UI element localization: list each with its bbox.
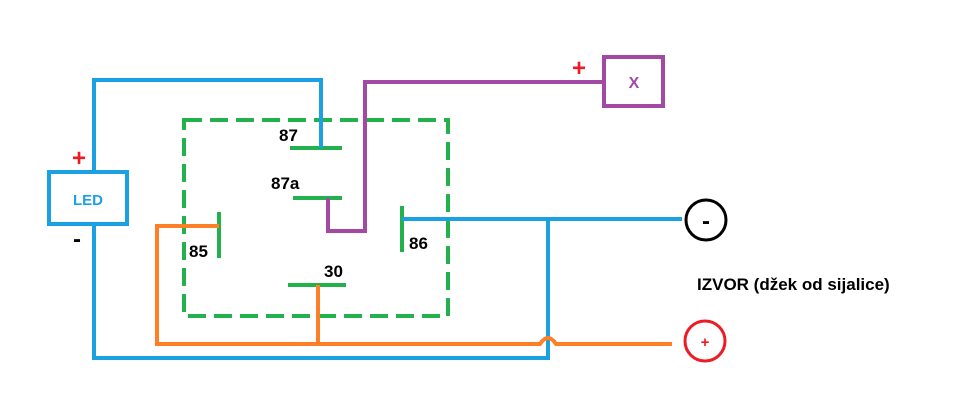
pin-85-label: 85 (189, 242, 208, 261)
source-negative-terminal (684, 198, 728, 242)
relay-box (182, 118, 450, 318)
pin-87-label: 87 (279, 126, 298, 145)
led-plus-sign: + (72, 145, 86, 172)
source-positive-terminal (683, 319, 727, 363)
pin-30-label: 30 (324, 262, 343, 281)
source-label: IZVOR (džek od sijalice) (697, 275, 890, 294)
orange-wire-85-30-to-positive (155, 224, 672, 346)
load-plus-sign: + (572, 55, 586, 82)
pin-87a-label: 87a (271, 174, 300, 193)
led-box (47, 170, 129, 226)
led-minus-sign: - (73, 226, 81, 253)
led-label: LED (73, 192, 103, 209)
source-negative-sign: - (702, 208, 710, 235)
source-positive-sign: + (701, 334, 710, 351)
pin-86-label: 86 (409, 234, 428, 253)
blue-wire-led-minus-return (92, 219, 550, 360)
purple-wire-87a-to-x (326, 80, 604, 233)
load-x-box (602, 55, 665, 108)
blue-wire-led-to-87 (92, 78, 323, 172)
load-x-label: X (629, 75, 640, 92)
